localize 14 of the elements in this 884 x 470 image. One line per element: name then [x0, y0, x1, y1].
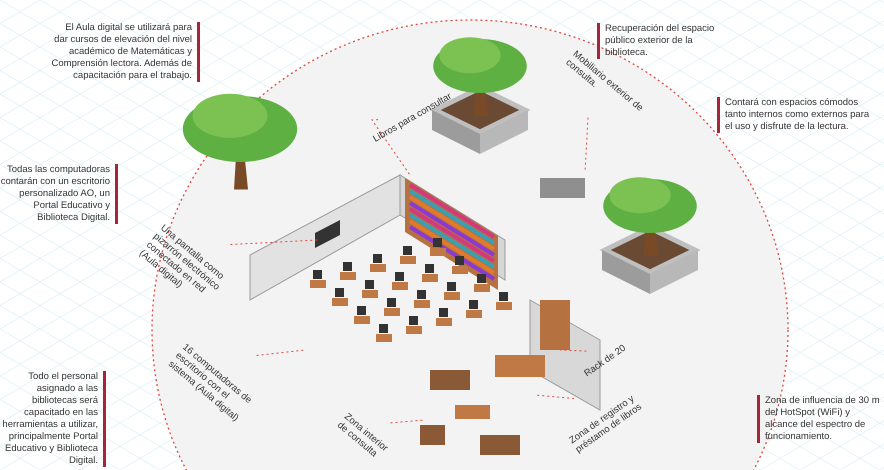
leader-line: [534, 394, 575, 400]
leader-line: [371, 119, 410, 176]
callout-note: El Aula digital se utilizará para dar cursos de elevación del nivel académico de Matemáticas y Comprensión lectora. Además de capacitación para el trabajo.: [50, 22, 200, 82]
zone-label: Rack de 20: [582, 336, 638, 380]
callout-note: Todo el personal asignado a las bibliotecas será capacitado en las herramientas a utilizar, principalmente Portal Educativo y Biblioteca Digital.: [0, 371, 106, 467]
callout-note: Zona de influencia de 30 m del HotSpot (WiFi) y alcance del espectro de funcionamiento.: [757, 395, 884, 443]
leader-line: [584, 117, 588, 172]
leader-line: [256, 350, 306, 356]
callout-note: Todas las computadoras contarán con un escritorio personalizado AO, un Portal Educativo y Biblioteca Digital.: [0, 164, 118, 224]
callout-note: Recuperación del espacio público exterior de la biblioteca.: [597, 23, 735, 59]
callout-note: Contará con espacios cómodos tanto internos como externos para el uso y disfrute de la lectura.: [717, 97, 875, 133]
leader-line: [390, 420, 426, 424]
leader-line: [230, 240, 318, 245]
leader-line: [560, 350, 587, 352]
